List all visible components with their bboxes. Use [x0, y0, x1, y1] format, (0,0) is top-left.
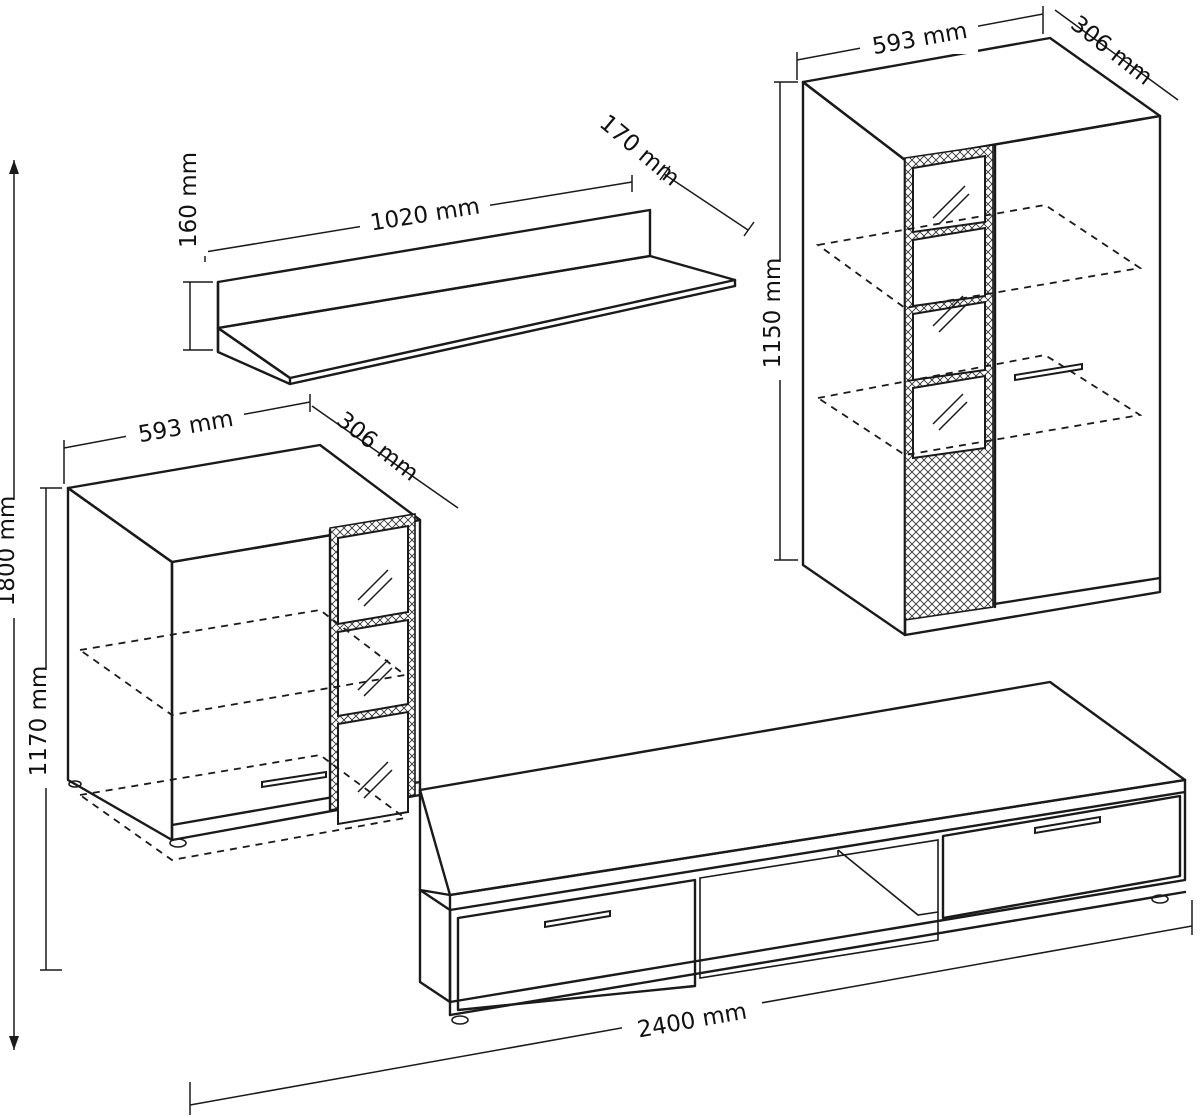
upper-glass-pane-3 — [912, 300, 986, 382]
left-glass-pane-1 — [337, 524, 409, 626]
dim-shelf-height: 160 mm — [176, 152, 213, 351]
dim-left-cabinet-width: 593 mm — [63, 394, 311, 484]
left-cabinet-height-label: 1170 mm — [26, 666, 52, 777]
tv-drawer-right-handle — [1034, 815, 1101, 835]
dim-top-cabinet-width: 593 mm — [796, 6, 1044, 80]
tv-stand — [418, 680, 1187, 1025]
upper-glass-pane-2 — [912, 226, 986, 308]
tv-drawer-left-handle — [544, 909, 611, 929]
left-glass-pane-3 — [337, 710, 409, 826]
dim-total-width: 2400 mm — [189, 900, 1193, 1115]
left-cabinet — [66, 443, 422, 861]
tv-drawer-left — [456, 878, 697, 1012]
dim-left-cabinet-height: 1170 mm — [26, 487, 62, 971]
total-height-label: 1800 mm — [0, 496, 20, 607]
left-cabinet-depth-label: 306 mm — [332, 407, 424, 487]
upper-door-handle — [1014, 362, 1083, 382]
top-cabinet-height-label: 1150 mm — [760, 258, 786, 369]
dim-shelf-depth: 170 mm — [594, 110, 755, 237]
dim-shelf-width: 1020 mm — [204, 175, 633, 262]
shelf-depth-label: 170 mm — [594, 110, 684, 192]
upper-cabinet — [801, 36, 1162, 637]
upper-glass-pane-1 — [912, 154, 986, 234]
wall-shelf — [216, 208, 737, 386]
left-door-handle — [261, 770, 327, 789]
upper-glass-pane-4 — [912, 374, 986, 460]
left-glass-pane-2 — [337, 618, 409, 718]
top-cabinet-depth-label: 306 mm — [1066, 11, 1158, 91]
dim-total-height: 1800 mm — [0, 160, 28, 1050]
shelf-height-label: 160 mm — [176, 152, 202, 248]
tv-drawer-right — [941, 794, 1182, 920]
dim-top-cabinet-height: 1150 mm — [760, 81, 798, 561]
